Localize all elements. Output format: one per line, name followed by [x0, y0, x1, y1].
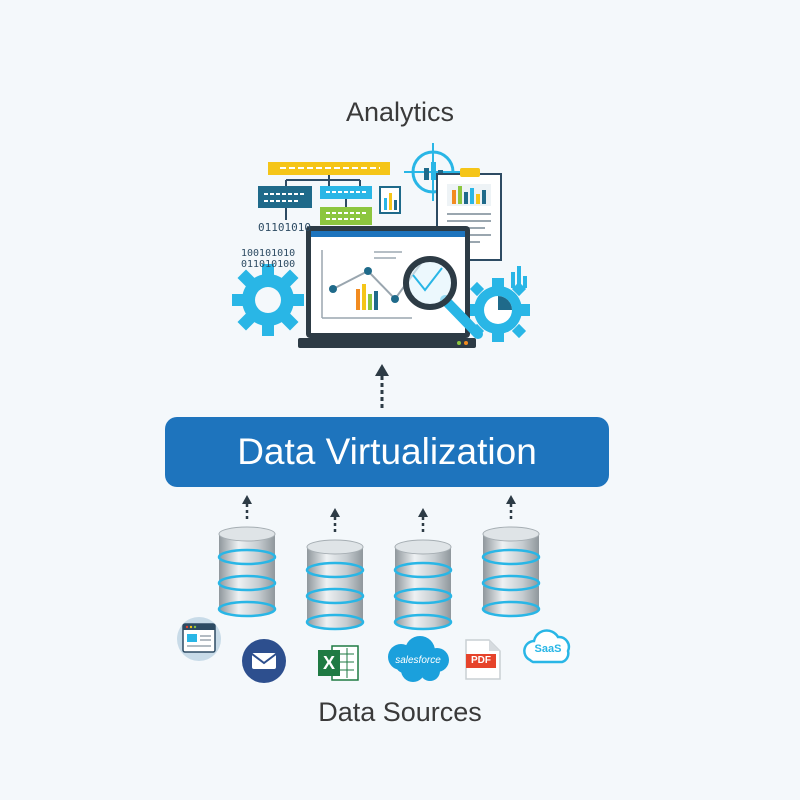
arrow-up-icon: [506, 495, 516, 522]
analytics-title: Analytics: [345, 97, 455, 127]
data-virtualization-label: Data Virtualization: [237, 431, 537, 472]
pdf-icon: [465, 639, 501, 680]
bar-chart-icon: [511, 266, 527, 288]
binary-text: 100101010: [241, 248, 296, 259]
gear-icon: [232, 264, 304, 336]
arrow-up-icon: [330, 508, 340, 535]
excel-icon: [318, 645, 359, 681]
arrow-up-icon: [418, 508, 428, 535]
database-icon: [305, 539, 365, 631]
saas-cloud-icon: [523, 629, 571, 664]
arrow-up-icon: [242, 495, 252, 522]
pie-gear-icon: [466, 278, 530, 342]
salesforce-icon: [388, 636, 449, 682]
email-icon: [242, 639, 286, 683]
excel-letter: X: [322, 653, 335, 673]
binary-text: 011010100: [241, 259, 296, 270]
data-sources-title: Data Sources: [318, 697, 482, 727]
saas-label: SaaS: [534, 643, 562, 655]
magnifier-icon: [403, 256, 483, 339]
arrow-up-icon: [375, 364, 389, 408]
database-icon: [217, 526, 277, 618]
flow-chart-icon: [258, 162, 401, 225]
data-virtualization-bar: Data Virtualization: [165, 417, 609, 487]
database-icon: [481, 526, 541, 618]
browser-window-icon: [177, 617, 221, 661]
salesforce-label: salesforce: [395, 655, 441, 666]
pdf-label: PDF: [471, 655, 491, 666]
database-icon: [393, 539, 453, 631]
binary-text: 01101010: [258, 221, 311, 234]
